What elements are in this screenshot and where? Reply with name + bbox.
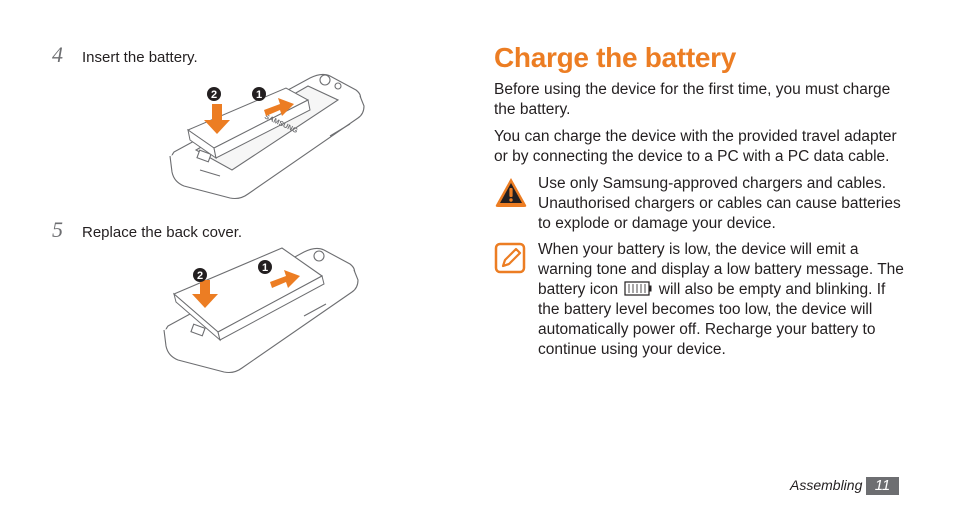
arrow-right-icon	[270, 270, 300, 288]
callout-2: 2	[197, 270, 203, 282]
intro-paragraph: Before using the device for the first ti…	[494, 81, 891, 118]
step-number: 4	[52, 42, 63, 67]
step-text: Insert the battery.	[82, 49, 198, 66]
note-text-before: When your battery is low, the device wil…	[538, 241, 904, 298]
battery-empty-icon	[624, 281, 652, 296]
insert-battery-illustration: SAMSUNG 2 1	[169, 73, 365, 200]
callout-2: 2	[211, 89, 217, 101]
note-text-after: will also be empty and blinking. If the …	[538, 281, 886, 358]
note-pencil-icon	[494, 242, 526, 274]
arrow-right-icon	[264, 98, 294, 116]
footer-section-label: Assembling	[790, 477, 863, 493]
charging-paragraph: You can charge the device with the provi…	[494, 128, 897, 165]
step-number: 5	[52, 217, 63, 242]
step-text: Replace the back cover.	[82, 224, 243, 241]
arrow-down-icon	[204, 104, 230, 134]
step-5: 5 Replace the back cover.	[52, 217, 242, 243]
section-title: Charge the battery	[494, 42, 736, 73]
replace-cover-illustration: 2 1	[163, 247, 359, 374]
note-text: When your battery is low, the device wil…	[538, 240, 910, 360]
arrow-down-icon	[192, 280, 218, 308]
page-number: 11	[866, 477, 899, 495]
warning-text: Use only Samsung-approved chargers and c…	[538, 175, 901, 232]
callout-1: 1	[256, 89, 262, 101]
callout-1: 1	[262, 262, 268, 274]
step-4: 4 Insert the battery.	[52, 42, 198, 68]
warning-triangle-icon	[495, 178, 527, 207]
